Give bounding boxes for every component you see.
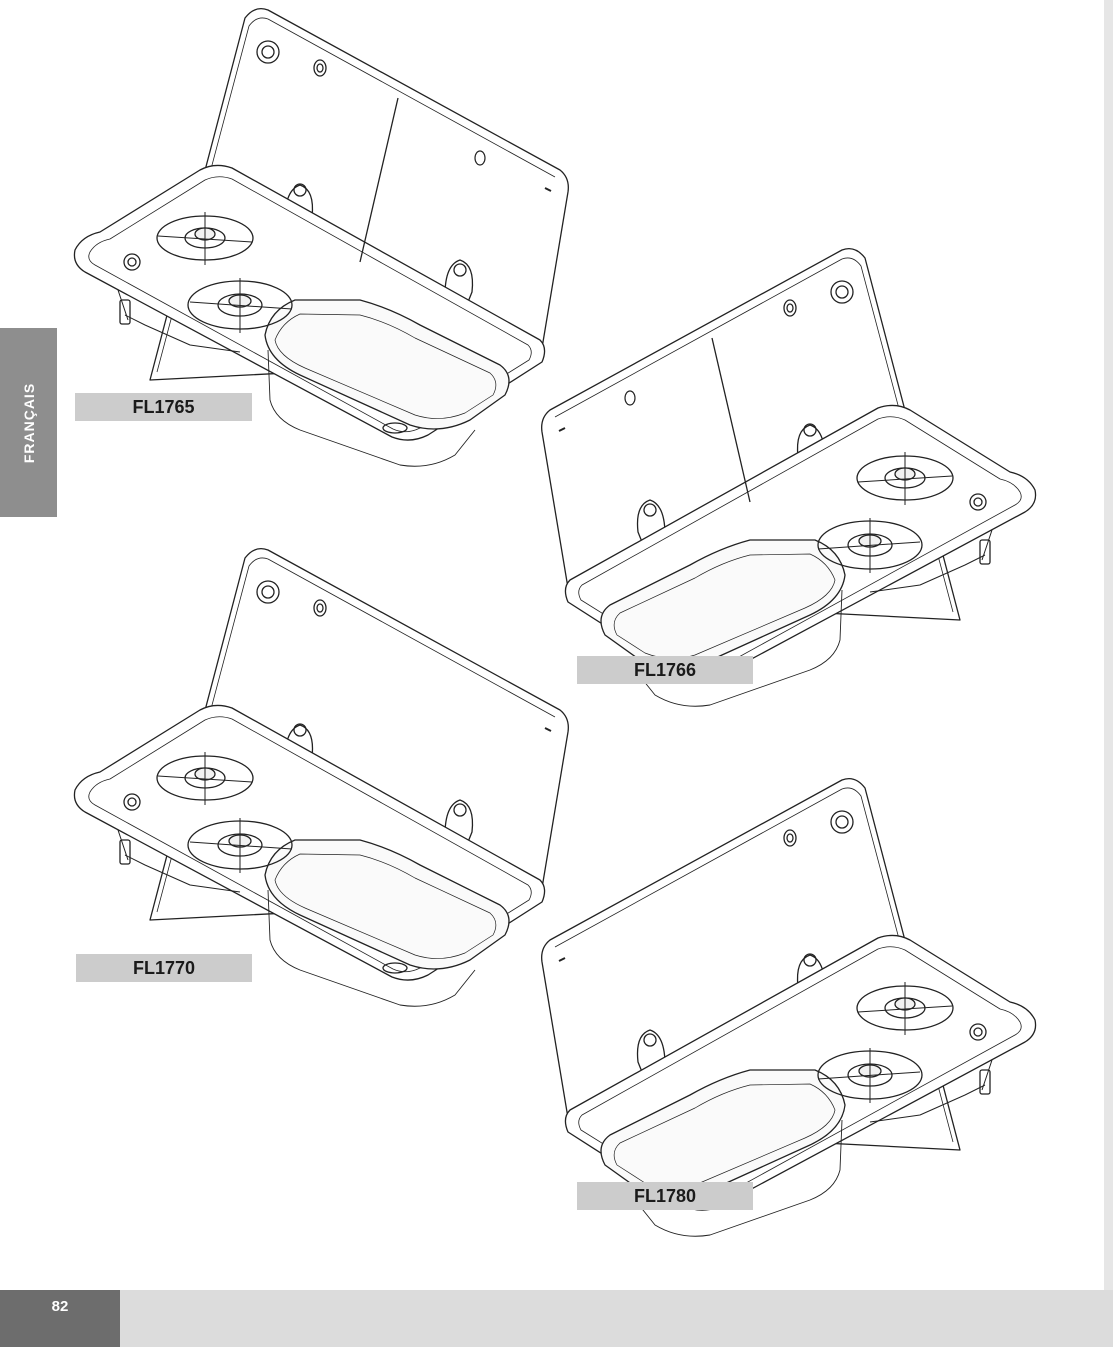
product-illustration-fl1766: [540, 247, 1037, 708]
footer-bar: [0, 1290, 1113, 1347]
model-label-fl1766: FL1766: [577, 656, 753, 684]
model-label-fl1765: FL1765: [75, 393, 252, 421]
model-label-fl1770: FL1770: [76, 954, 252, 982]
product-illustration-fl1770: [73, 547, 570, 1008]
page-number: 82: [51, 1298, 69, 1315]
model-label-fl1780: FL1780: [577, 1182, 753, 1210]
page-edge-strip: [1104, 0, 1113, 1347]
product-illustration-fl1765: [73, 7, 570, 468]
page-number-box: 82: [0, 1290, 120, 1347]
language-side-tab: FRANÇAIS: [0, 328, 57, 517]
product-illustration-fl1780: [540, 777, 1037, 1238]
